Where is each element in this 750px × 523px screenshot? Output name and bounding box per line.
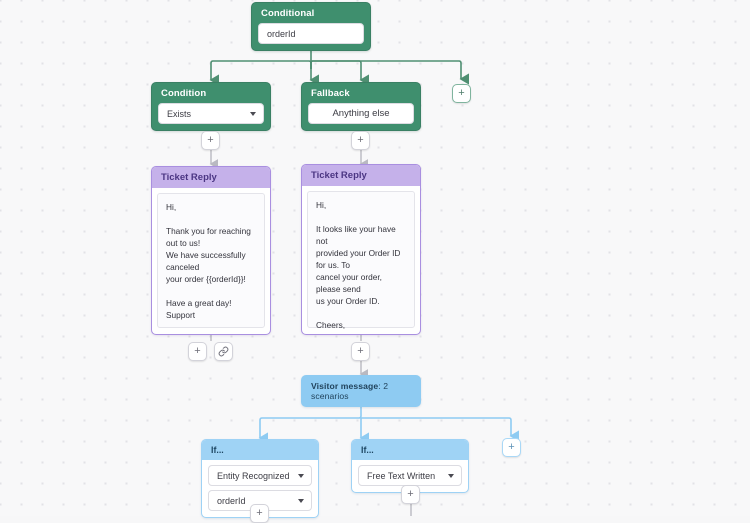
link-icon [218, 346, 229, 357]
if-entity-title: If... [202, 440, 318, 460]
plus-icon: + [357, 345, 364, 357]
chevron-down-icon [250, 111, 256, 116]
add-step-after-if-free-text-button[interactable]: + [401, 485, 420, 504]
ticket-reply-missing-id-message: Hi, It looks like your have not provided… [307, 191, 415, 334]
visitor-message-label: Visitor message [311, 381, 379, 391]
node-condition[interactable]: Condition Exists [151, 82, 271, 131]
add-step-after-reply-missing-id-button[interactable]: + [351, 342, 370, 361]
add-visitor-scenario-button[interactable]: + [502, 438, 521, 457]
chevron-down-icon [298, 498, 304, 503]
if-free-text-value: Free Text Written [367, 470, 436, 481]
plus-icon: + [458, 87, 465, 99]
condition-value: Exists [167, 108, 192, 119]
ticket-reply-success-title: Ticket Reply [152, 167, 270, 188]
add-step-after-condition-button[interactable]: + [201, 131, 220, 150]
ticket-reply-success-message: Hi, Thank you for reaching out to us! We… [157, 193, 265, 328]
node-conditional[interactable]: Conditional orderId [251, 2, 371, 51]
ticket-reply-missing-id-title: Ticket Reply [302, 165, 420, 186]
add-conditional-branch-button[interactable]: + [452, 84, 471, 103]
node-if-free-text[interactable]: If... Free Text Written [351, 439, 469, 493]
conditional-value: orderId [267, 28, 296, 39]
add-step-after-if-entity-button[interactable]: + [250, 504, 269, 523]
node-ticket-reply-missing-id[interactable]: Ticket Reply Hi, It looks like your have… [301, 164, 421, 335]
plus-icon: + [207, 134, 214, 146]
conditional-value-field[interactable]: orderId [258, 23, 364, 44]
plus-icon: + [357, 134, 364, 146]
condition-select[interactable]: Exists [158, 103, 264, 124]
fallback-value-field[interactable]: Anything else [308, 103, 414, 124]
node-fallback-title: Fallback [311, 88, 350, 99]
node-condition-title: Condition [161, 88, 207, 99]
plus-icon: + [508, 441, 515, 453]
node-ticket-reply-success[interactable]: Ticket Reply Hi, Thank you for reaching … [151, 166, 271, 335]
plus-icon: + [407, 488, 414, 500]
if-entity-name-value: orderId [217, 495, 246, 506]
fallback-value: Anything else [332, 108, 390, 119]
if-entity-type-value: Entity Recognized [217, 470, 290, 481]
chevron-down-icon [448, 473, 454, 478]
visitor-message-count: : 2 scenarios [311, 381, 389, 401]
if-free-text-title: If... [352, 440, 468, 460]
chevron-down-icon [298, 473, 304, 478]
add-step-after-fallback-button[interactable]: + [351, 131, 370, 150]
node-conditional-title: Conditional [261, 8, 315, 19]
node-fallback[interactable]: Fallback Anything else [301, 82, 421, 131]
link-step-button[interactable] [214, 342, 233, 361]
plus-icon: + [194, 345, 201, 357]
if-free-text-select[interactable]: Free Text Written [358, 465, 462, 486]
add-step-after-reply-success-button[interactable]: + [188, 342, 207, 361]
if-entity-select-type[interactable]: Entity Recognized [208, 465, 312, 486]
plus-icon: + [256, 507, 263, 519]
node-visitor-message[interactable]: Visitor message: 2 scenarios [301, 375, 421, 407]
